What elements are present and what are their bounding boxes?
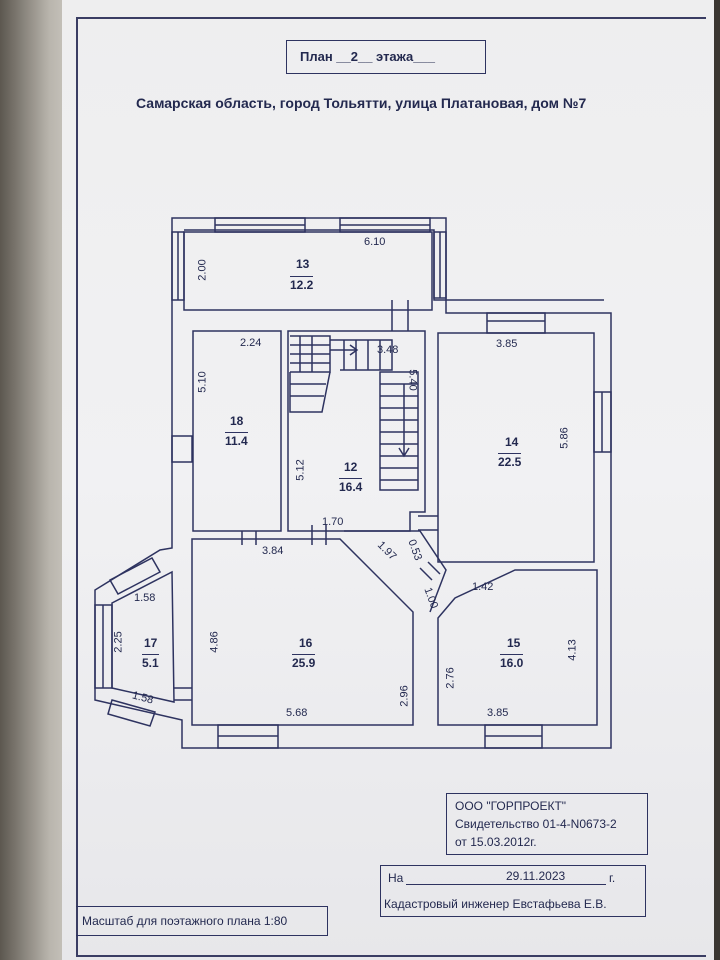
organization-stamp: [446, 793, 648, 855]
dim-18-length: 2.24: [240, 337, 262, 349]
stair-flight-right: [379, 371, 419, 491]
room-13-number: 13: [296, 257, 310, 271]
window-17-top: [108, 557, 162, 595]
dim-15-bottom: 3.85: [487, 707, 509, 719]
dim-12-stair-b: 5.40: [406, 369, 419, 391]
room-15-outline: [437, 569, 598, 726]
title-box: [286, 40, 486, 74]
window-13-top: [214, 217, 306, 233]
window-13-left: [171, 231, 185, 301]
dim-16-left: 4.86: [208, 631, 221, 653]
room-18-number: 18: [230, 414, 244, 428]
corridor-wall: [344, 530, 447, 613]
window-17-left: [94, 604, 113, 689]
room-15-number: 15: [507, 636, 521, 650]
dim-13-width: 2.00: [196, 259, 209, 281]
room-17-number: 17: [144, 636, 158, 650]
room-12-area: 16.4: [339, 478, 363, 494]
stair-flight-upper: [290, 335, 331, 373]
scale-text: Масштаб для поэтажного плана 1:80: [82, 914, 288, 928]
room-18-area: 11.4: [225, 432, 248, 448]
engineer-name: Кадастровый инженер Евстафьева Е.В.: [384, 897, 607, 911]
room-16-area: 25.9: [292, 654, 316, 670]
dim-16-bottom: 5.68: [286, 707, 308, 719]
outer-wall-inner: [184, 229, 604, 301]
window-14-right: [593, 391, 612, 453]
date-value: 29.11.2023: [506, 869, 566, 883]
window-14-top: [486, 312, 546, 334]
room-12-outline: [287, 330, 426, 532]
page-title: План __2__ этажа___: [300, 49, 435, 64]
window-13-top-2: [339, 217, 431, 233]
stair-opening: [391, 300, 409, 331]
dim-12-side: 5.12: [294, 459, 307, 481]
date-underline: [406, 884, 606, 885]
door-marks: [174, 515, 441, 701]
dim-16-right: 2.96: [398, 685, 411, 707]
stair-arrow-2: [398, 384, 410, 458]
cert-date: от 15.03.2012г.: [455, 835, 537, 849]
window-15-bottom: [484, 724, 543, 749]
signature-box: [380, 865, 646, 917]
room-13-outline: [183, 231, 433, 311]
org-name: ООО "ГОРПРОЕКТ": [455, 799, 567, 813]
dim-18-width: 5.10: [196, 371, 209, 393]
dim-17-top: 1.58: [134, 592, 156, 604]
dim-15-right: 4.13: [566, 639, 579, 661]
room-16-number: 16: [299, 636, 313, 650]
room-16-outline: [191, 538, 414, 726]
window-17-bottom: [107, 699, 156, 727]
dim-14-top: 3.85: [496, 338, 518, 350]
date-prefix: На: [388, 871, 404, 885]
dim-12-bottom: 1.70: [322, 516, 344, 528]
sheet-frame: [76, 17, 706, 957]
dim-12-stair-a: 3.48: [377, 344, 399, 356]
scale-box: [76, 906, 328, 936]
room-15-area: 16.0: [500, 654, 524, 670]
dim-14-side: 5.86: [558, 427, 571, 449]
room-18-outline: [192, 330, 282, 532]
date-suffix: г.: [609, 871, 616, 885]
window-13-right: [433, 231, 447, 299]
dim-17-side: 2.25: [112, 631, 125, 653]
stair-winder: [289, 371, 331, 413]
window-18-left: [171, 435, 193, 463]
room-13-area: 12.2: [290, 276, 314, 292]
dim-15-left: 2.76: [444, 667, 457, 689]
stair-flight-mid: [330, 339, 393, 371]
room-14-number: 14: [505, 435, 519, 449]
room-17-area: 5.1: [142, 654, 159, 670]
room-12-number: 12: [344, 460, 358, 474]
window-16-bottom: [217, 724, 279, 749]
stair-arrow-1: [330, 344, 359, 356]
dim-16-top: 3.84: [262, 545, 284, 557]
room-14-area: 22.5: [498, 453, 522, 469]
dim-15-top: 1.42: [472, 581, 494, 593]
cert-number: Свидетельство 01-4-N0673-2: [455, 817, 617, 831]
dim-13-length: 6.10: [364, 236, 386, 248]
address: Самарская область, город Тольятти, улица…: [136, 95, 587, 111]
